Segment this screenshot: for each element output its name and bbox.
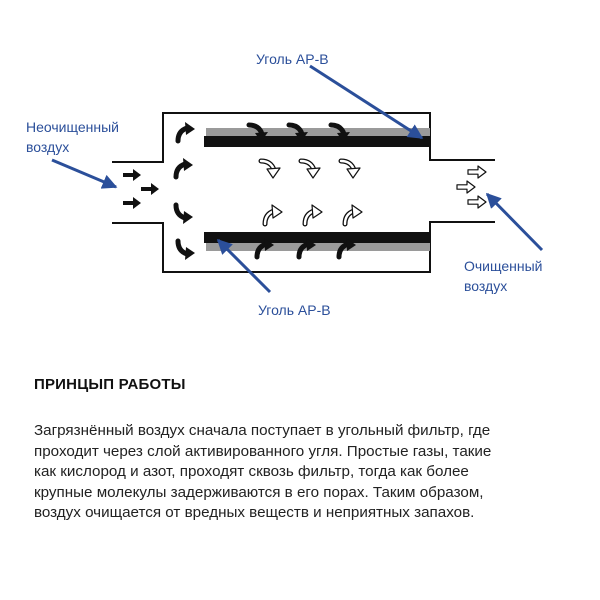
curved-arrow-icon	[176, 205, 193, 224]
pointer-carbon-bottom	[216, 238, 272, 294]
filter-diagram: Уголь АР-В Уголь АР-В Неочищенный воздух…	[26, 51, 544, 318]
description-line: воздух очищается от вредных веществ и не…	[34, 504, 475, 521]
curved-arrow-icon	[178, 122, 195, 141]
solid-arrow-icon	[123, 197, 141, 209]
description-line: как кислород и азот, проходят сквозь фил…	[34, 463, 469, 480]
description-line: Загрязнённый воздух сначала поступает в …	[34, 422, 491, 439]
section-title: ПРИНЦЫП РАБОТЫ	[34, 376, 186, 393]
label-outlet-line2: воздух	[464, 278, 507, 294]
pointer-inlet	[51, 158, 118, 189]
curved-arrow-icon	[178, 241, 195, 260]
description-line: проходит через слой активированного угля…	[34, 442, 492, 460]
pointer-outlet	[485, 192, 544, 252]
curved-arrow-icon	[345, 205, 362, 224]
carbon-layer-top	[204, 128, 430, 147]
curved-arrow-icon	[305, 205, 322, 224]
label-inlet-line1: Неочищенный	[26, 119, 119, 135]
curved-arrow-icon	[261, 161, 280, 178]
carbon-layer-bottom	[204, 232, 430, 251]
outlet-arrows	[456, 165, 487, 209]
clean-flow-arrows-lower	[265, 205, 362, 224]
curved-arrow-icon	[265, 205, 282, 224]
filter-housing	[112, 112, 495, 273]
label-carbon-bottom: Уголь АР-В	[258, 302, 331, 318]
label-inlet-line2: воздух	[26, 139, 69, 155]
description-line: крупные молекулы задерживаются в его пор…	[34, 483, 484, 501]
clean-flow-arrows-upper	[261, 161, 360, 178]
section-description: Загрязнённый воздух сначала поступает в …	[34, 421, 564, 524]
solid-arrow-icon	[141, 183, 159, 195]
curved-arrow-icon	[341, 161, 360, 178]
entry-flow-arrows	[176, 122, 195, 260]
inlet-arrows	[123, 169, 159, 209]
curved-arrow-icon	[301, 161, 320, 178]
label-outlet-line1: Очищенный	[464, 258, 543, 274]
outline-arrow-icon	[467, 195, 487, 209]
label-carbon-top: Уголь АР-В	[256, 51, 329, 67]
curved-arrow-icon	[176, 158, 193, 177]
outline-arrow-icon	[467, 165, 487, 179]
outline-arrow-icon	[456, 180, 476, 194]
solid-arrow-icon	[123, 169, 141, 181]
pointer-carbon-top	[309, 64, 424, 140]
